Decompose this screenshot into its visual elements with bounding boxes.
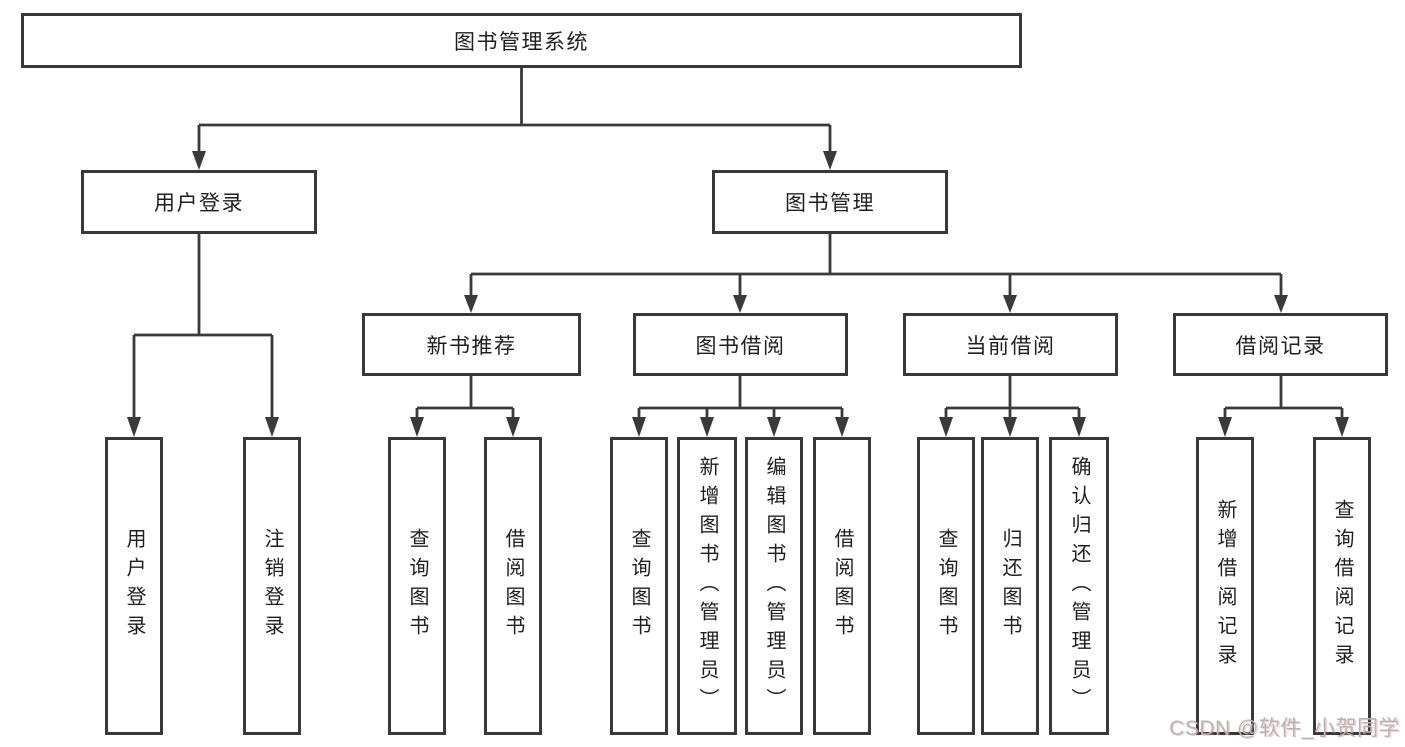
arrowhead <box>464 295 478 313</box>
arrowhead <box>265 417 279 437</box>
leaf-current-confirm-return-admin-label: 确认归还（管理员） <box>1068 455 1090 717</box>
leaf-borrow-add-books-admin-label: 新增图书（管理员） <box>696 455 718 717</box>
arrowhead <box>127 417 141 437</box>
leaf-current-query-books: 查询图书 <box>917 437 975 735</box>
leaf-borrow-borrow-books: 借阅图书 <box>813 437 871 735</box>
node-library-system-label: 图书管理系统 <box>454 30 589 54</box>
node-book-management: 图书管理 <box>712 170 948 234</box>
arrowhead <box>1274 295 1288 313</box>
leaf-current-query-books-label: 查询图书 <box>935 528 957 644</box>
node-book-management-label: 图书管理 <box>785 192 875 215</box>
leaf-recommend-borrow-books-label: 借阅图书 <box>502 528 524 644</box>
node-user-login: 用户登录 <box>81 170 317 234</box>
leaf-recommend-query-books: 查询图书 <box>388 437 446 735</box>
arrowhead <box>700 417 714 437</box>
arrowhead <box>1003 417 1017 437</box>
node-user-login-label: 用户登录 <box>154 192 244 215</box>
arrowhead <box>733 295 747 313</box>
leaf-borrow-add-books-admin: 新增图书（管理员） <box>677 437 737 735</box>
leaf-recommend-borrow-books: 借阅图书 <box>484 437 542 735</box>
node-current-borrow-label: 当前借阅 <box>965 334 1056 358</box>
node-borrow-records: 借阅记录 <box>1173 313 1388 376</box>
node-borrow-records-label: 借阅记录 <box>1235 334 1326 358</box>
arrowhead <box>192 151 206 170</box>
node-book-borrow-label: 图书借阅 <box>695 334 786 358</box>
arrowhead <box>1218 417 1232 437</box>
node-new-book-recommend: 新书推荐 <box>362 313 581 376</box>
leaf-current-return-books-label: 归还图书 <box>999 528 1021 644</box>
leaf-user-login: 用户登录 <box>105 437 163 735</box>
leaf-user-login-label: 用户登录 <box>123 528 145 644</box>
arrowhead <box>632 417 646 437</box>
leaf-borrow-edit-books-admin-label: 编辑图书（管理员） <box>763 455 785 717</box>
arrowhead <box>1335 417 1349 437</box>
leaf-borrow-edit-books-admin: 编辑图书（管理员） <box>745 437 803 735</box>
arrowhead <box>1003 295 1017 313</box>
arrowhead <box>767 417 781 437</box>
arrowhead <box>1072 417 1086 437</box>
leaf-records-query-record: 查询借阅记录 <box>1313 437 1371 735</box>
leaf-logout: 注销登录 <box>243 437 301 735</box>
leaf-borrow-query-books: 查询图书 <box>610 437 668 735</box>
leaf-records-query-record-label: 查询借阅记录 <box>1331 499 1353 673</box>
leaf-records-add-record-label: 新增借阅记录 <box>1214 499 1236 673</box>
node-current-borrow: 当前借阅 <box>903 313 1118 376</box>
leaf-records-add-record: 新增借阅记录 <box>1196 437 1254 735</box>
arrowhead <box>410 417 424 437</box>
arrowhead <box>506 417 520 437</box>
arrowhead <box>823 151 837 170</box>
arrowhead <box>835 417 849 437</box>
csdn-watermark: CSDN @软件_小贺同学 <box>1169 717 1400 740</box>
leaf-current-confirm-return-admin: 确认归还（管理员） <box>1049 437 1109 735</box>
node-book-borrow: 图书借阅 <box>633 313 848 376</box>
leaf-recommend-query-books-label: 查询图书 <box>406 528 428 644</box>
arrowhead <box>939 417 953 437</box>
leaf-logout-label: 注销登录 <box>261 528 283 644</box>
leaf-current-return-books: 归还图书 <box>981 437 1039 735</box>
leaf-borrow-borrow-books-label: 借阅图书 <box>831 528 853 644</box>
node-library-system: 图书管理系统 <box>21 13 1022 68</box>
leaf-borrow-query-books-label: 查询图书 <box>628 528 650 644</box>
node-new-book-recommend-label: 新书推荐 <box>426 334 517 358</box>
